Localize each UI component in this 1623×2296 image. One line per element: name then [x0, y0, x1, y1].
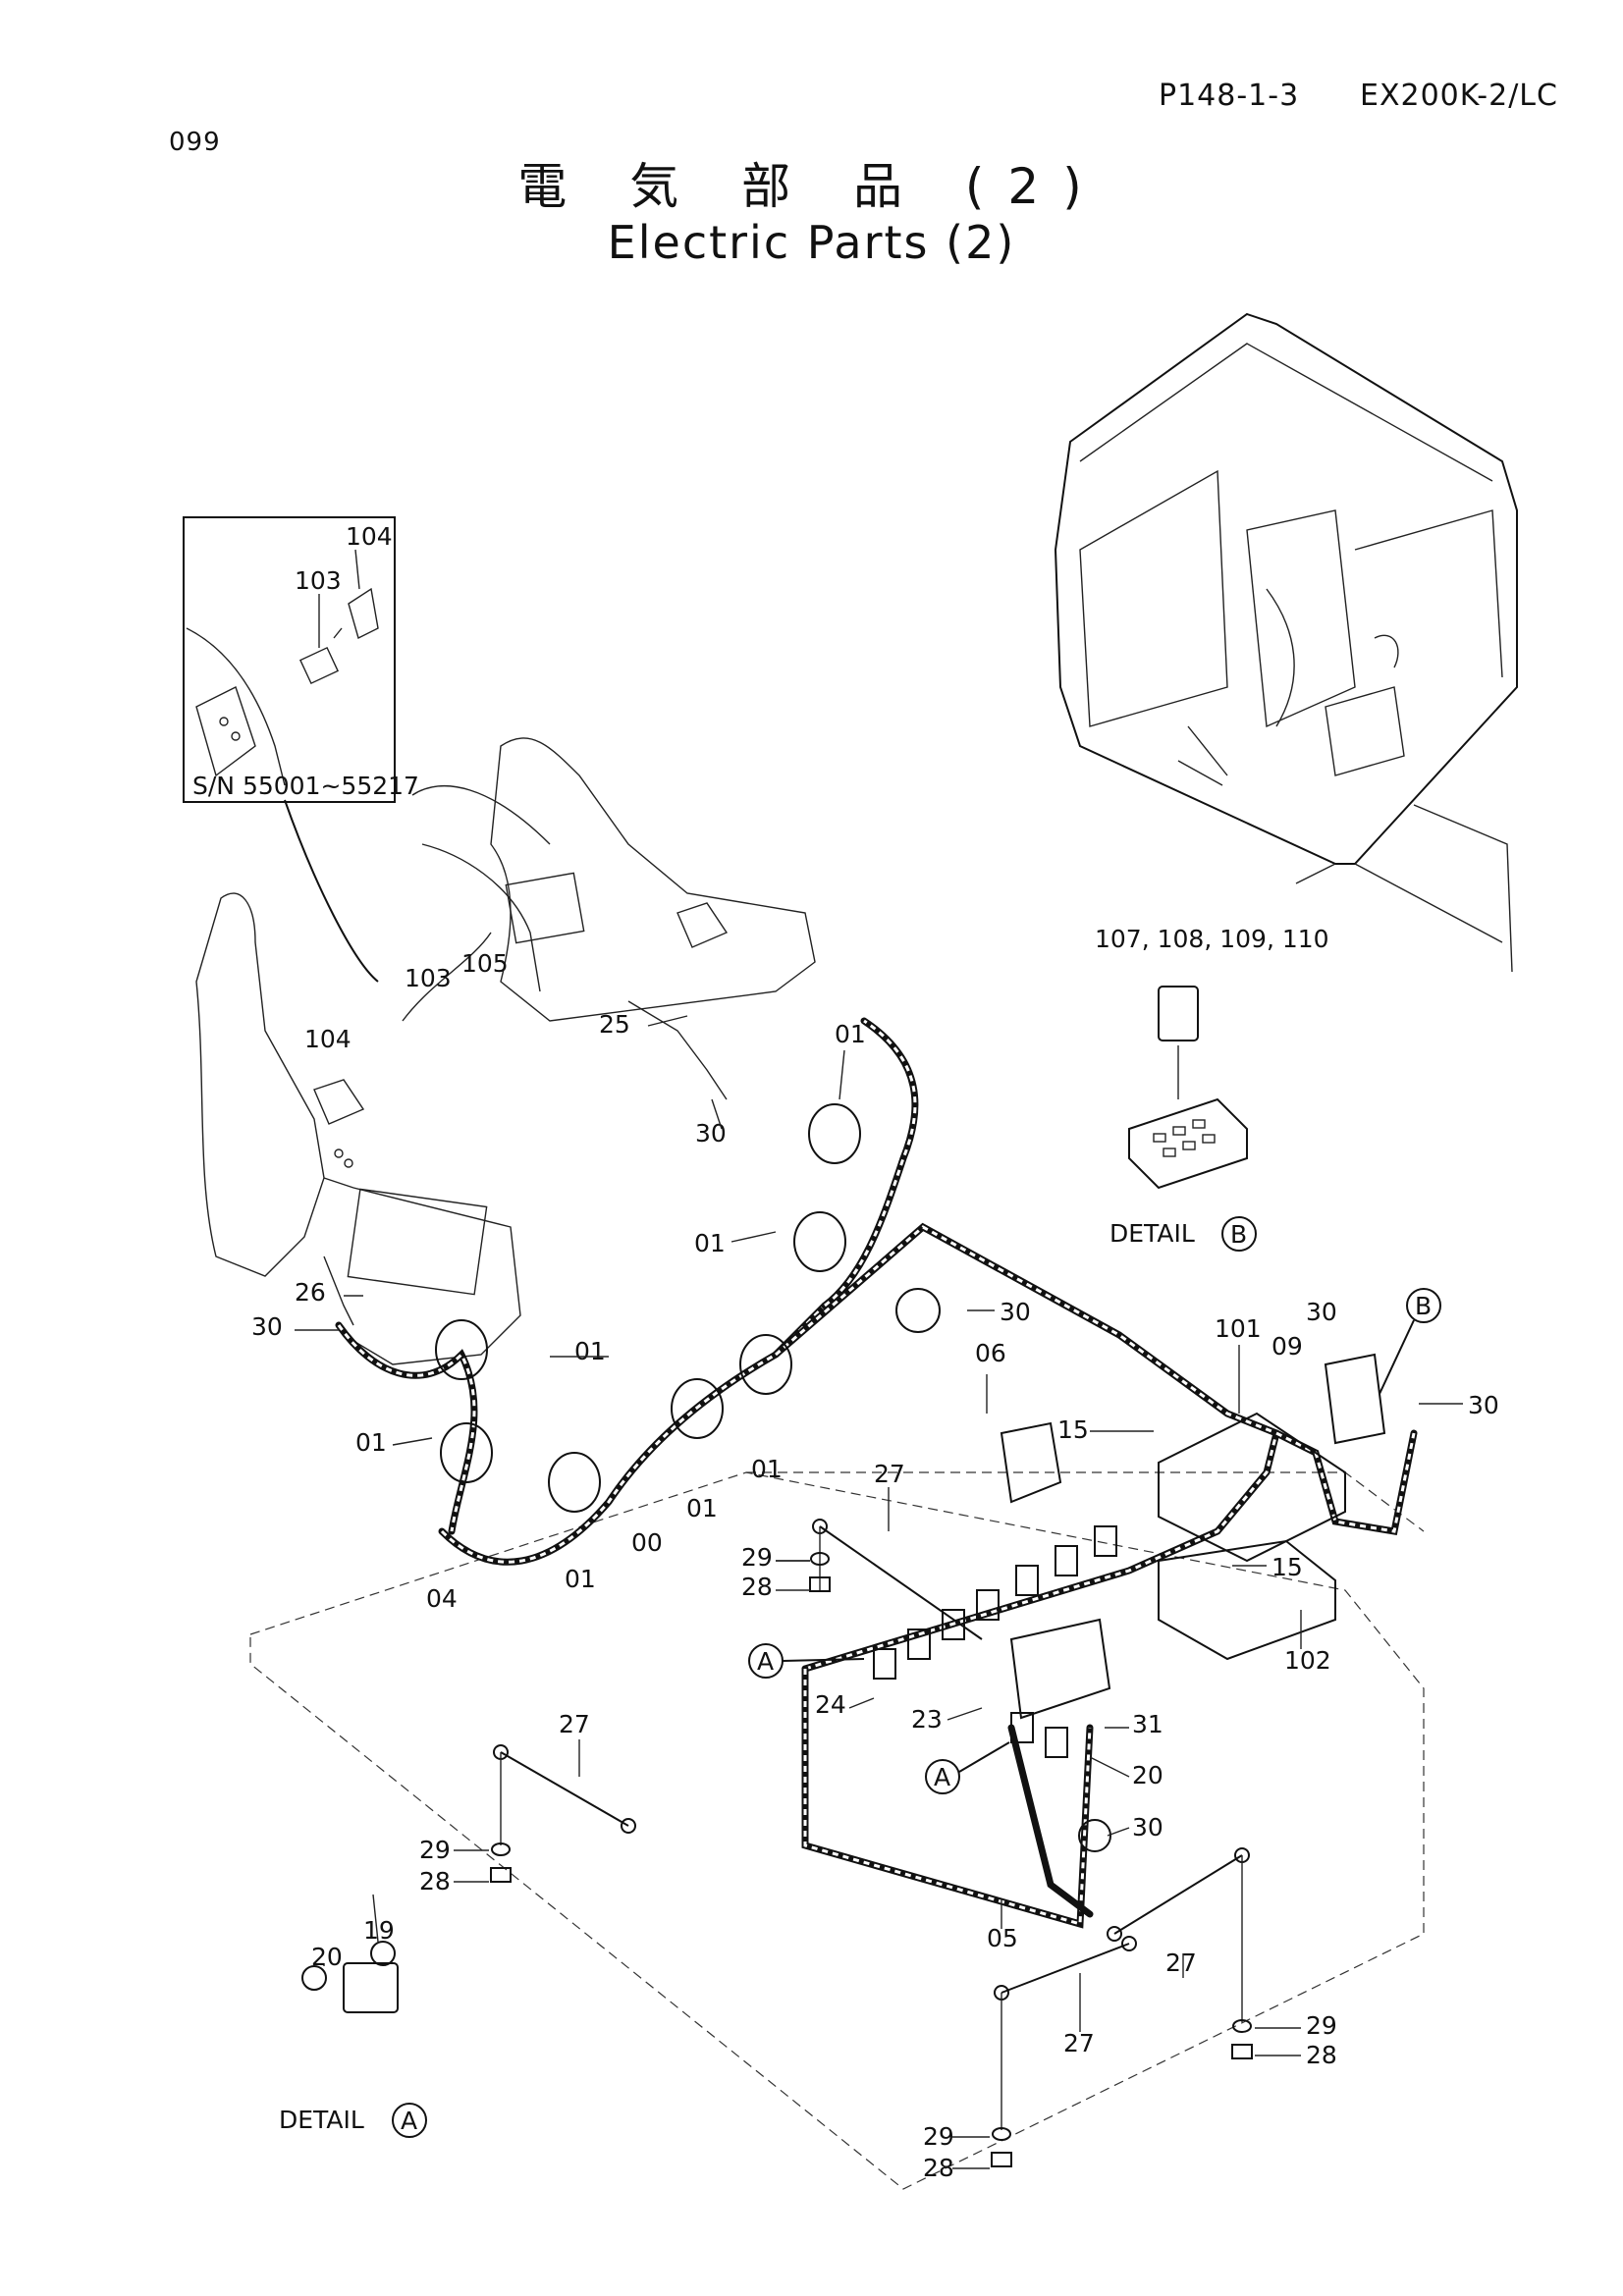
part-label: 28 [1306, 2041, 1337, 2069]
detail-b-part-numbers: 107, 108, 109, 110 [1095, 925, 1329, 953]
detail-a-letter: A [401, 2107, 417, 2135]
part-label: 31 [1132, 1710, 1163, 1738]
part-label: 15 [1271, 1553, 1303, 1581]
part-label: 105 [461, 949, 509, 978]
part-label: 23 [911, 1705, 943, 1734]
part-label: 00 [631, 1528, 663, 1557]
callout-b-1: B [1415, 1292, 1432, 1320]
part-label: 20 [311, 1943, 343, 1971]
relay-row [873, 1525, 1117, 1758]
part-number-labels: 103 105 104 25 01 30 01 26 30 01 01 04 0… [251, 949, 1499, 2182]
part-label: 01 [751, 1455, 783, 1483]
part-label: 04 [426, 1584, 458, 1613]
part-label: 27 [874, 1460, 905, 1488]
floor-plate [249, 1471, 1425, 2190]
part-label: 30 [695, 1119, 727, 1148]
part-label: 27 [559, 1710, 590, 1738]
leader-lines [295, 1015, 1463, 2169]
part-label: 01 [574, 1337, 606, 1365]
callout-a-2: A [934, 1763, 950, 1791]
part-label: 103 [405, 964, 452, 992]
part-label: 101 [1215, 1314, 1262, 1343]
part-label: 01 [686, 1494, 718, 1522]
part-label: 28 [741, 1573, 773, 1601]
inset-label-103: 103 [295, 566, 342, 595]
part-label: 102 [1284, 1646, 1331, 1675]
ground-straps [490, 1519, 1253, 2167]
part-label: 29 [1306, 2011, 1337, 2040]
inset-label-104: 104 [346, 522, 393, 551]
page-title-japanese: 電 気 部 品 (2) [517, 158, 1106, 215]
part-label: 29 [741, 1543, 773, 1572]
part-label: 01 [355, 1428, 387, 1457]
part-label: 27 [1063, 2029, 1095, 2057]
part-label: 28 [923, 2154, 954, 2182]
part-label: 01 [694, 1229, 726, 1257]
part-label: 15 [1057, 1415, 1089, 1444]
part-label: 29 [419, 1836, 451, 1864]
model-code: EX200K-2/LC [1360, 79, 1558, 113]
callout-circles: A A B B A [392, 1216, 1441, 2138]
detail-b-caption: DETAIL [1109, 1219, 1195, 1248]
serial-inset [183, 516, 396, 803]
part-label: 09 [1271, 1332, 1303, 1361]
page-code: P148-1-3 [1159, 79, 1300, 113]
detail-b-fuse-box [1128, 986, 1248, 1190]
controller-units [1000, 1353, 1386, 1720]
part-label: 30 [1000, 1298, 1031, 1326]
part-label: 27 [1165, 1949, 1197, 1977]
right-control-stand [411, 737, 816, 1022]
part-label: 19 [363, 1916, 395, 1945]
detail-b-letter: B [1230, 1220, 1247, 1249]
part-label: 25 [599, 1010, 630, 1039]
part-label: 26 [295, 1278, 326, 1307]
part-label: 30 [1306, 1298, 1337, 1326]
part-label: 30 [1468, 1391, 1499, 1419]
page-title-english: Electric Parts (2) [607, 216, 1016, 269]
part-label: 05 [987, 1924, 1018, 1952]
page-number: 099 [169, 128, 221, 157]
part-label: 104 [304, 1025, 352, 1053]
left-control-stand [195, 892, 521, 1365]
detail-a-relay [301, 1894, 399, 2013]
part-label: 30 [1132, 1813, 1163, 1842]
part-label: 24 [815, 1690, 846, 1719]
part-label: 01 [565, 1565, 596, 1593]
inset-serial-range: S/N 55001~55217 [192, 772, 419, 800]
wire-harness [323, 932, 1418, 1929]
detail-a-caption: DETAIL [279, 2106, 364, 2134]
part-label: 06 [975, 1339, 1006, 1367]
part-label: 29 [923, 2122, 954, 2151]
part-label: 30 [251, 1312, 283, 1341]
part-label: 01 [835, 1020, 866, 1048]
callout-a-1: A [757, 1647, 774, 1676]
part-label: 28 [419, 1867, 451, 1896]
cab-illustration [1054, 312, 1518, 973]
harness-clamps [435, 1103, 1111, 1852]
part-label: 20 [1132, 1761, 1163, 1789]
